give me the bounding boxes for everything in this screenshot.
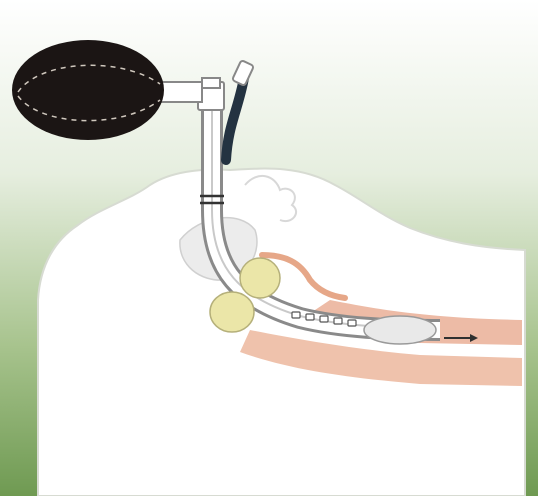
side-port bbox=[320, 316, 328, 322]
upper-cuff bbox=[240, 258, 280, 298]
lower-cuff bbox=[210, 292, 254, 332]
resuscitation-bag bbox=[12, 40, 164, 140]
tube-connector-top bbox=[202, 78, 220, 88]
distal-cuff bbox=[364, 316, 436, 344]
side-port bbox=[306, 314, 314, 320]
side-port bbox=[292, 312, 300, 318]
side-port bbox=[334, 318, 342, 324]
side-port bbox=[348, 320, 356, 326]
